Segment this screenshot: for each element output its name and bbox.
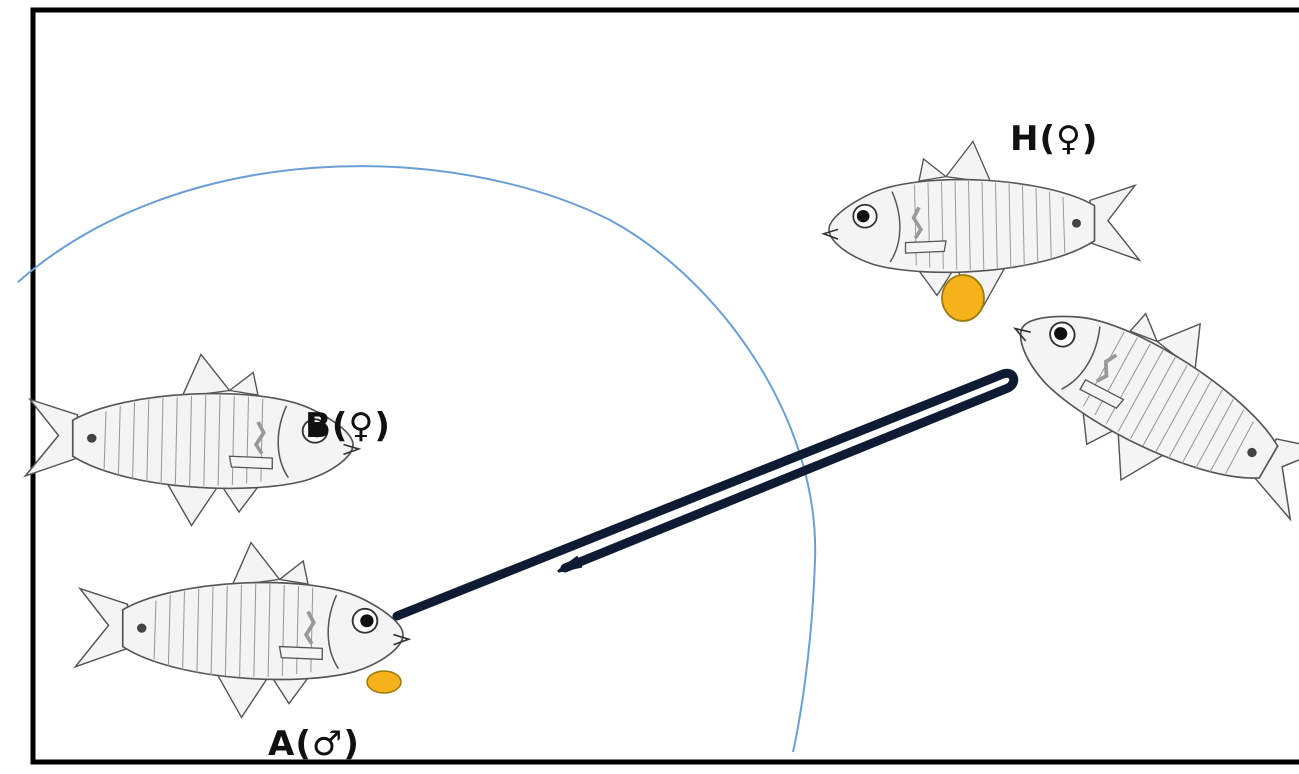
egg-mass-icon <box>366 670 402 694</box>
label-fish-b: B(♀) <box>305 406 391 446</box>
egg-mass-icon <box>941 274 985 322</box>
fish-h-icon <box>821 139 1142 311</box>
range-arc <box>17 165 817 753</box>
fish-icon <box>974 243 1299 565</box>
diagram-frame <box>30 7 1299 765</box>
fish-a-icon <box>73 540 411 720</box>
arrow-icon <box>392 368 1019 621</box>
label-fish-a: A(♂) <box>268 724 360 764</box>
label-fish-h: H(♀) <box>1010 119 1098 159</box>
